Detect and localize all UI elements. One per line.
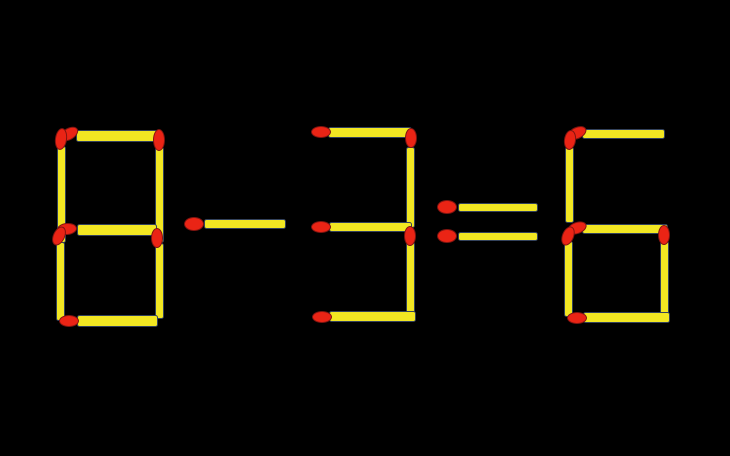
matchstick-3-bottom-horizontal[interactable] — [329, 311, 416, 322]
matchstick-8-bottom-horizontal[interactable] — [77, 315, 158, 327]
matchstick-6-top-left-vertical[interactable] — [565, 147, 574, 223]
matchstick-3-top-right-vertical[interactable] — [406, 147, 415, 228]
matchstick-minus-horizontal[interactable] — [204, 219, 286, 229]
matchstick-3-bottom-right-vertical[interactable] — [406, 242, 415, 319]
match-head-equals-top-horizontal — [437, 200, 457, 214]
matchstick-8-bottom-left-vertical[interactable] — [56, 242, 65, 321]
matchstick-equals-top-horizontal[interactable] — [458, 203, 538, 212]
matchstick-8-top-horizontal[interactable] — [76, 130, 161, 142]
match-head-equals-bottom-horizontal — [437, 229, 457, 243]
matchstick-8-top-left-vertical[interactable] — [57, 146, 66, 243]
matchstick-6-bottom-horizontal[interactable] — [583, 312, 670, 323]
matchstick-3-top-horizontal[interactable] — [328, 127, 412, 138]
matchstick-6-top-horizontal[interactable] — [582, 129, 665, 139]
matchstick-8-bottom-right-vertical[interactable] — [155, 243, 164, 319]
match-head-3-middle-horizontal — [311, 221, 331, 233]
matchstick-6-bottom-right-vertical[interactable] — [660, 241, 669, 316]
matchstick-3-middle-horizontal[interactable] — [329, 222, 412, 232]
matchstick-6-middle-horizontal[interactable] — [582, 224, 668, 234]
matchstick-equals-bottom-horizontal[interactable] — [458, 232, 538, 241]
match-head-minus-horizontal — [184, 217, 204, 231]
matchstick-6-bottom-left-vertical[interactable] — [564, 241, 573, 317]
matchstick-8-middle-horizontal[interactable] — [77, 224, 157, 236]
